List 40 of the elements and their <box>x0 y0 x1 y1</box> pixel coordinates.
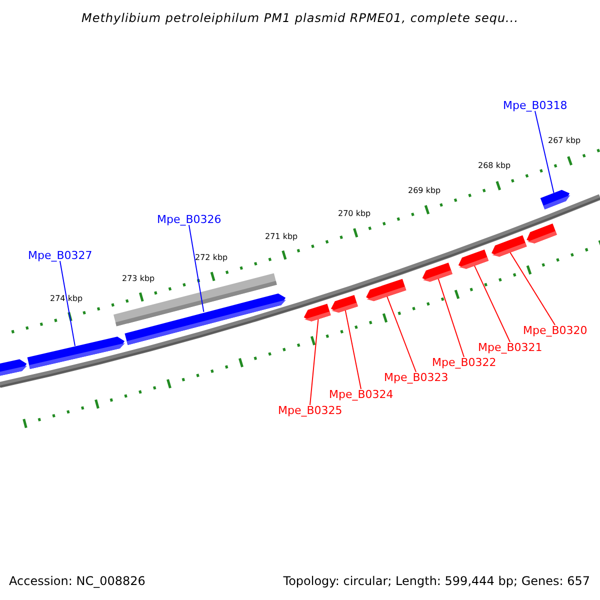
leader-line <box>188 224 204 312</box>
scale-label: 274 kbp <box>50 295 83 303</box>
scale-label: 267 kbp <box>548 137 581 145</box>
scale-label: 273 kbp <box>122 275 155 283</box>
leader-line <box>386 296 416 372</box>
gene-label: Mpe_B0326 <box>157 214 222 225</box>
gene-label: Mpe_B0322 <box>432 357 496 368</box>
gene-block <box>458 249 489 269</box>
gene-block <box>124 293 286 346</box>
leader-line <box>310 318 319 406</box>
gene-block <box>540 190 570 210</box>
leader-line <box>510 252 556 326</box>
gene-block <box>27 336 125 370</box>
leader-line <box>534 110 554 194</box>
gene-block <box>422 262 452 282</box>
footer-text: Accession: NC_008826 <box>9 575 146 587</box>
gene-block <box>526 224 557 244</box>
gene-block <box>304 304 331 322</box>
scale-label: 272 kbp <box>195 254 228 262</box>
scale-label: 271 kbp <box>265 233 298 241</box>
gene-label: Mpe_B0320 <box>523 325 588 336</box>
scale-label: 268 kbp <box>478 162 511 170</box>
leader-line <box>60 260 76 346</box>
footer-text: Topology: circular; Length: 599,444 bp; Genes: 657 <box>283 575 590 587</box>
scale-label: 269 kbp <box>408 187 441 195</box>
title: Methylibium petroleiphilum PM1 plasmid RPME01, complete sequ... <box>80 12 520 24</box>
gene-block <box>0 359 28 378</box>
gene-label: Mpe_B0318 <box>503 100 568 111</box>
gene-label: Mpe_B0325 <box>278 405 342 416</box>
gene-block <box>330 295 358 313</box>
leader-line <box>344 310 362 390</box>
leader-line <box>438 278 464 358</box>
scale-label: 270 kbp <box>338 210 371 218</box>
gene-label: Mpe_B0321 <box>478 342 542 353</box>
gene-label: Mpe_B0327 <box>28 250 92 261</box>
gene-block <box>366 278 406 302</box>
gene-label: Mpe_B0323 <box>384 372 448 383</box>
gene-label: Mpe_B0324 <box>329 389 394 400</box>
leader-line <box>474 265 510 342</box>
gene-block <box>492 235 527 257</box>
